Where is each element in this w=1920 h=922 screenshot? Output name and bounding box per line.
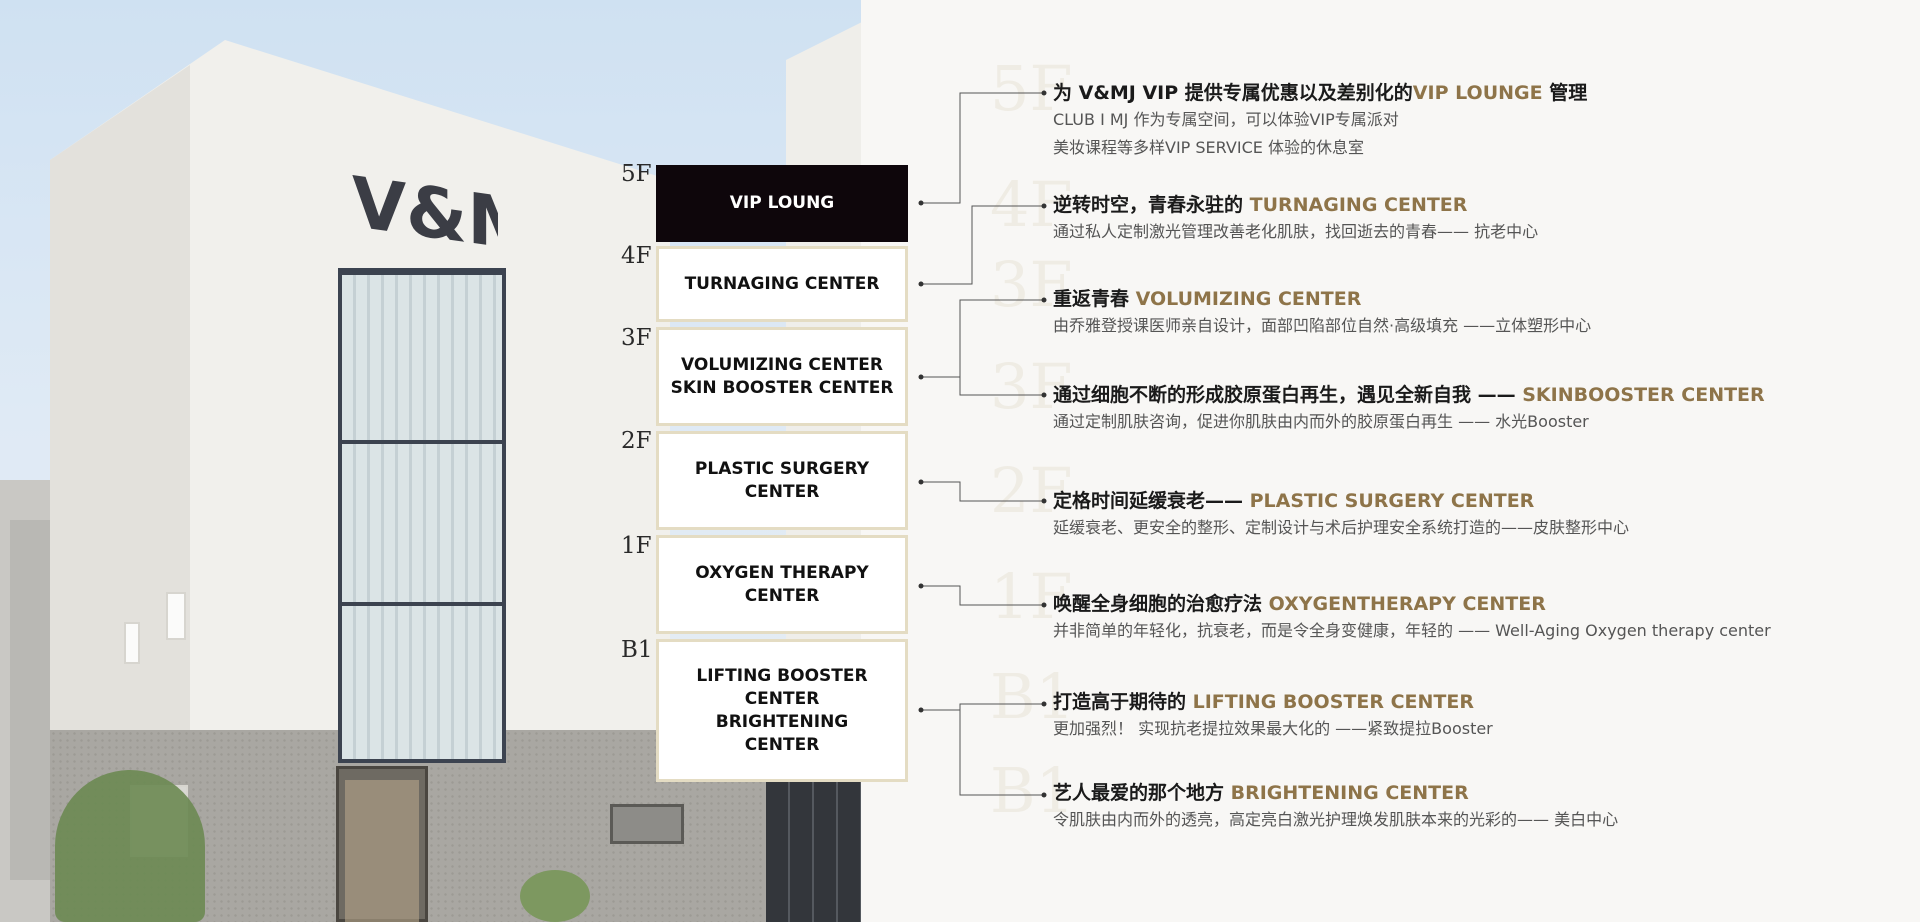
title-text: 唤醒全身细胞的治愈疗法 — [1053, 593, 1269, 615]
title-text: 逆转时空，青春永驻的 — [1053, 194, 1250, 216]
title-text: 重返青春 — [1053, 288, 1136, 310]
description-subtitle: 并非简单的年轻化，抗衰老，而是令全身变健康，年轻的 —— Well-Aging … — [1053, 621, 1771, 640]
title-highlight: VIP LOUNGE — [1412, 82, 1543, 104]
signage-window — [610, 804, 684, 844]
description-title: 为 V&MJ VIP 提供专属优惠以及差别化的VIP LOUNGE 管理 — [1053, 80, 1903, 106]
floor-box-3f[interactable]: VOLUMIZING CENTER SKIN BOOSTER CENTER — [656, 327, 908, 426]
glass-facade — [338, 268, 506, 763]
glass-divider — [338, 602, 506, 606]
title-highlight: SKINBOOSTER CENTER — [1522, 384, 1765, 406]
description-title: 定格时间延缓衰老—— PLASTIC SURGERY CENTER — [1053, 488, 1903, 514]
floor-box-text: CENTER — [744, 481, 820, 502]
floor-label-2f: 2F — [621, 428, 652, 454]
window — [166, 592, 186, 640]
description-subtitle: 由乔雅登授课医师亲自设计，面部凹陷部位自然·高级填充 ——立体塑形中心 — [1053, 316, 1592, 335]
description-skinbooster: 通过细胞不断的形成胶原蛋白再生，遇见全新自我 —— SKINBOOSTER CE… — [1053, 382, 1903, 436]
description-subtitle: 通过私人定制激光管理改善老化肌肤，找回逝去的青春—— 抗老中心 — [1053, 222, 1539, 241]
glass-divider — [338, 440, 506, 444]
description-turnaging: 逆转时空，青春永驻的 TURNAGING CENTER 通过私人定制激光管理改善… — [1053, 192, 1903, 246]
description-subtitle: 更加强烈！ 实现抗老提拉效果最大化的 ——紧致提拉Booster — [1053, 719, 1493, 738]
title-highlight: TURNAGING CENTER — [1249, 194, 1468, 216]
floor-box-text: LIFTING BOOSTER — [696, 665, 868, 686]
description-oxygen-therapy: 唤醒全身细胞的治愈疗法 OXYGENTHERAPY CENTER 并非简单的年轻… — [1053, 591, 1903, 645]
floor-box-text: BRIGHTENING — [715, 711, 849, 732]
description-subtitle: 美妆课程等多样VIP SERVICE 体验的休息室 — [1053, 138, 1364, 157]
floor-box-text: VIP LOUNG — [729, 193, 835, 213]
floor-box-text: OXYGEN THERAPY — [695, 562, 869, 583]
floor-box-text: TURNAGING CENTER — [684, 273, 880, 294]
floor-box-text: VOLUMIZING CENTER — [681, 354, 883, 375]
floor-box-text: CENTER — [744, 688, 820, 709]
left-building-shadow — [10, 520, 50, 880]
shrub — [520, 870, 590, 922]
description-brightening: 艺人最爱的那个地方 BRIGHTENING CENTER 令肌肤由内而外的透亮，… — [1053, 780, 1903, 834]
connector-dot — [918, 374, 924, 380]
connector-dot — [918, 200, 924, 206]
description-plastic-surgery: 定格时间延缓衰老—— PLASTIC SURGERY CENTER 延缓衰老、更… — [1053, 488, 1903, 542]
description-title: 唤醒全身细胞的治愈疗法 OXYGENTHERAPY CENTER — [1053, 591, 1903, 617]
description-subtitle: 令肌肤由内而外的透亮，高定亮白激光护理焕发肌肤本来的光彩的—— 美白中心 — [1053, 810, 1619, 829]
brand-logo: V&MJ — [352, 161, 498, 260]
description-subtitle: CLUB I MJ 作为专属空间，可以体验VIP专属派对 — [1053, 110, 1399, 129]
title-highlight: BRIGHTENING CENTER — [1230, 782, 1469, 804]
description-title: 重返青春 VOLUMIZING CENTER — [1053, 286, 1903, 312]
title-highlight: PLASTIC SURGERY CENTER — [1249, 490, 1535, 512]
title-highlight: LIFTING BOOSTER CENTER — [1192, 691, 1474, 713]
floor-label-4f: 4F — [621, 243, 652, 269]
floor-box-text: PLASTIC SURGERY — [694, 458, 870, 479]
logo-text: V&MJ — [352, 161, 498, 260]
description-title: 逆转时空，青春永驻的 TURNAGING CENTER — [1053, 192, 1903, 218]
floor-label-5f: 5F — [621, 161, 652, 187]
connector-dot — [918, 281, 924, 287]
title-suffix: 管理 — [1542, 82, 1588, 104]
floor-box-text: CENTER — [744, 734, 820, 755]
floor-box-4f[interactable]: TURNAGING CENTER — [656, 246, 908, 322]
window — [124, 622, 140, 664]
description-volumizing: 重返青春 VOLUMIZING CENTER 由乔雅登授课医师亲自设计，面部凹陷… — [1053, 286, 1903, 340]
connector-dot — [918, 583, 924, 589]
floor-label-b1: B1 — [621, 637, 653, 663]
title-text: 为 V&MJ VIP 提供专属优惠以及差别化的 — [1053, 82, 1413, 104]
floor-box-5f[interactable]: VIP LOUNG — [656, 165, 908, 242]
title-highlight: VOLUMIZING CENTER — [1135, 288, 1362, 310]
floor-label-3f: 3F — [621, 325, 652, 351]
description-vip-lounge: 为 V&MJ VIP 提供专属优惠以及差别化的VIP LOUNGE 管理 CLU… — [1053, 80, 1903, 162]
dark-window-grid — [766, 782, 861, 922]
title-text: 通过细胞不断的形成胶原蛋白再生，遇见全新自我 —— — [1053, 384, 1523, 406]
title-text: 艺人最爱的那个地方 — [1053, 782, 1231, 804]
title-text: 定格时间延缓衰老—— — [1053, 490, 1250, 512]
description-lifting-booster: 打造高于期待的 LIFTING BOOSTER CENTER 更加强烈！ 实现抗… — [1053, 689, 1903, 743]
connector-dot — [918, 479, 924, 485]
description-title: 打造高于期待的 LIFTING BOOSTER CENTER — [1053, 689, 1903, 715]
floor-box-text: SKIN BOOSTER CENTER — [670, 377, 894, 398]
floor-box-b1[interactable]: LIFTING BOOSTER CENTER BRIGHTENING CENTE… — [656, 639, 908, 782]
description-title: 通过细胞不断的形成胶原蛋白再生，遇见全新自我 —— SKINBOOSTER CE… — [1053, 382, 1903, 408]
description-title: 艺人最爱的那个地方 BRIGHTENING CENTER — [1053, 780, 1903, 806]
tree — [55, 770, 205, 922]
description-subtitle: 延缓衰老、更安全的整形、定制设计与术后护理安全系统打造的——皮肤整形中心 — [1053, 518, 1630, 537]
floor-box-2f[interactable]: PLASTIC SURGERY CENTER — [656, 431, 908, 530]
floor-label-1f: 1F — [621, 533, 652, 559]
title-highlight: OXYGENTHERAPY CENTER — [1268, 593, 1546, 615]
description-subtitle: 通过定制肌肤咨询，促进你肌肤由内而外的胶原蛋白再生 —— 水光Booster — [1053, 412, 1589, 431]
floor-box-text: CENTER — [744, 585, 820, 606]
floor-box-1f[interactable]: OXYGEN THERAPY CENTER — [656, 535, 908, 634]
entrance-interior — [345, 780, 419, 922]
title-text: 打造高于期待的 — [1053, 691, 1193, 713]
connector-dot — [918, 707, 924, 713]
